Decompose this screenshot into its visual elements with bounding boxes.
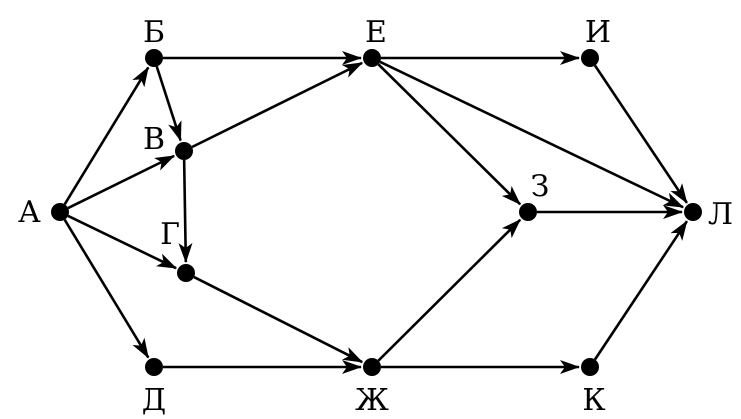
node-Z xyxy=(519,203,537,221)
edge-V-G xyxy=(178,159,193,264)
node-K xyxy=(581,358,599,376)
node-label-L: Л xyxy=(708,197,733,232)
edge-A-B xyxy=(63,66,150,205)
node-A xyxy=(51,203,69,221)
edge-I-L xyxy=(593,64,688,204)
edge-Zh-Z xyxy=(377,218,522,362)
node-label-A: А xyxy=(18,195,41,230)
edge-V-E xyxy=(191,61,364,149)
edge-E-Z xyxy=(377,63,522,206)
node-label-Z: З xyxy=(531,169,550,204)
edge-A-D xyxy=(63,219,150,359)
node-D xyxy=(145,358,163,376)
node-label-V: В xyxy=(143,122,165,157)
node-I xyxy=(581,49,599,67)
edge-A-G xyxy=(67,214,177,270)
node-label-Zh: Ж xyxy=(355,383,389,418)
edge-A-V xyxy=(67,154,176,210)
node-V xyxy=(175,142,193,160)
node-label-I: И xyxy=(585,15,611,50)
node-L xyxy=(684,203,702,221)
edge-K-L xyxy=(593,220,688,361)
labels-layer: А Б В Г Д Е Ж З И К Л xyxy=(18,15,733,418)
node-label-E: Е xyxy=(365,15,387,50)
node-Zh xyxy=(363,358,381,376)
node-label-K: К xyxy=(582,383,605,418)
node-label-B: Б xyxy=(143,15,165,50)
edge-B-V xyxy=(155,66,182,142)
node-E xyxy=(363,49,381,67)
edges-layer xyxy=(63,51,688,374)
node-G xyxy=(177,264,195,282)
edge-E-L xyxy=(379,60,684,209)
nodes-layer xyxy=(51,49,702,376)
node-label-G: Г xyxy=(160,217,180,252)
edge-G-Zh xyxy=(193,275,364,364)
node-B xyxy=(145,49,163,67)
node-label-D: Д xyxy=(142,383,166,418)
